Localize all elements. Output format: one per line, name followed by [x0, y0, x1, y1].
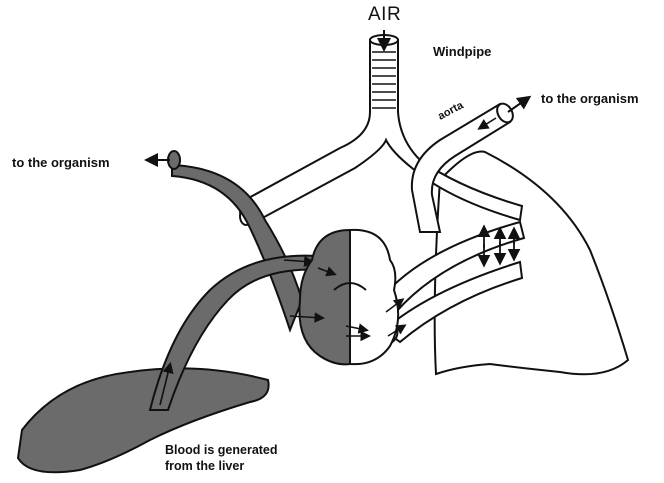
liver-caption: Blood is generated from the liver [165, 442, 325, 474]
to-organism-right-label: to the organism [541, 91, 639, 106]
to-organism-left-label: to the organism [12, 155, 110, 170]
liver-caption-line2: from the liver [165, 458, 325, 474]
windpipe-label: Windpipe [433, 44, 491, 59]
heart [290, 230, 404, 364]
air-label: AIR [368, 4, 401, 26]
liver-caption-line1: Blood is generated [165, 442, 325, 458]
